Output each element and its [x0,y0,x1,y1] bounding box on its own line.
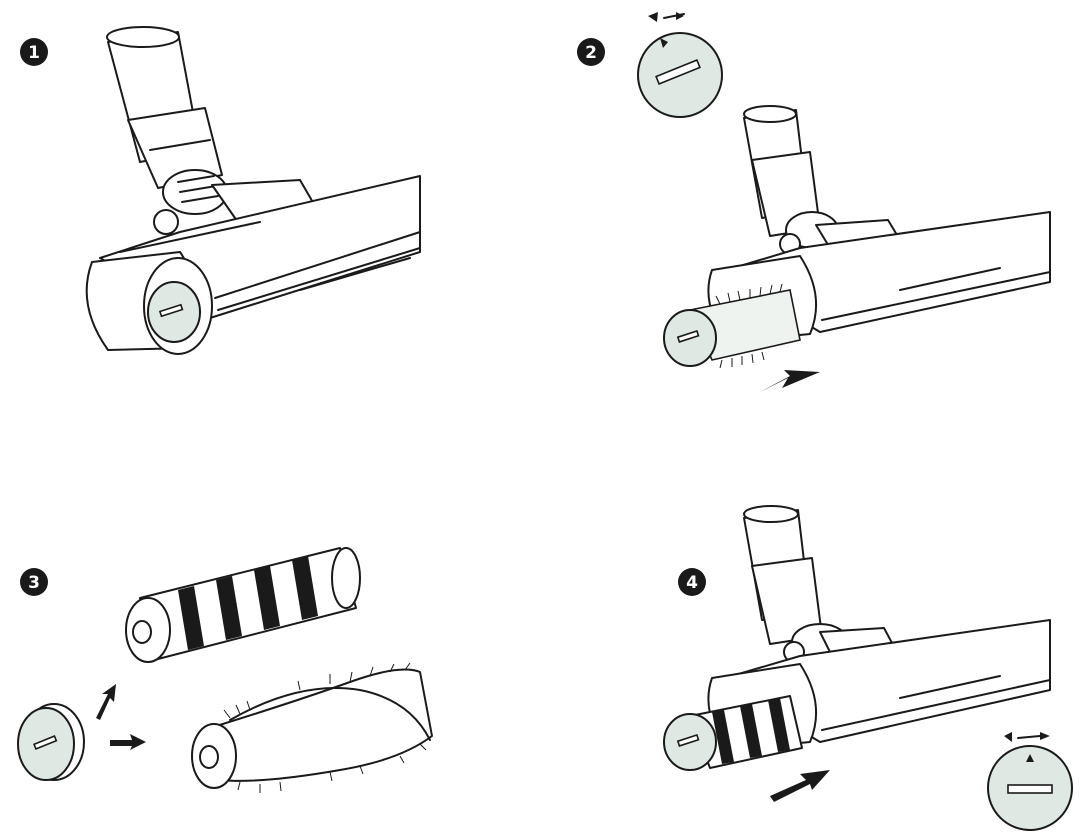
rotate-clockwise-icon [1017,735,1041,739]
svg-text:4: 4 [686,573,698,593]
step-4-panel: 4 [663,505,1073,831]
cap-unlock-inset [637,12,723,118]
rotate-counterclockwise-icon [1004,732,1012,742]
floor-head-closed [85,26,421,355]
direction-arrow-icon [96,684,116,720]
step-2-panel: 2 [577,12,1051,392]
step-2-badge: 2 [577,38,605,66]
svg-text:2: 2 [585,43,597,63]
step-3-badge: 3 [20,568,48,596]
direction-arrow-icon [770,770,830,802]
step-3-panel: 3 [17,547,433,793]
svg-text:1: 1 [28,43,40,63]
cap-lock-inset [987,732,1073,831]
end-cap-removed [17,703,85,781]
svg-text:3: 3 [28,573,40,593]
bristle-roller [191,662,433,793]
rotate-clockwise-icon [676,12,684,20]
step-1-badge: 1 [20,38,48,66]
direction-arrow-icon [760,370,820,392]
floor-head-open [663,105,1051,369]
soft-roller [125,547,361,663]
step-4-badge: 4 [678,568,706,596]
direction-arrow-icon [110,734,146,750]
bristle-edge [715,283,783,369]
floor-head-reassembled [663,505,1051,771]
step-1-panel: 1 [20,26,421,355]
